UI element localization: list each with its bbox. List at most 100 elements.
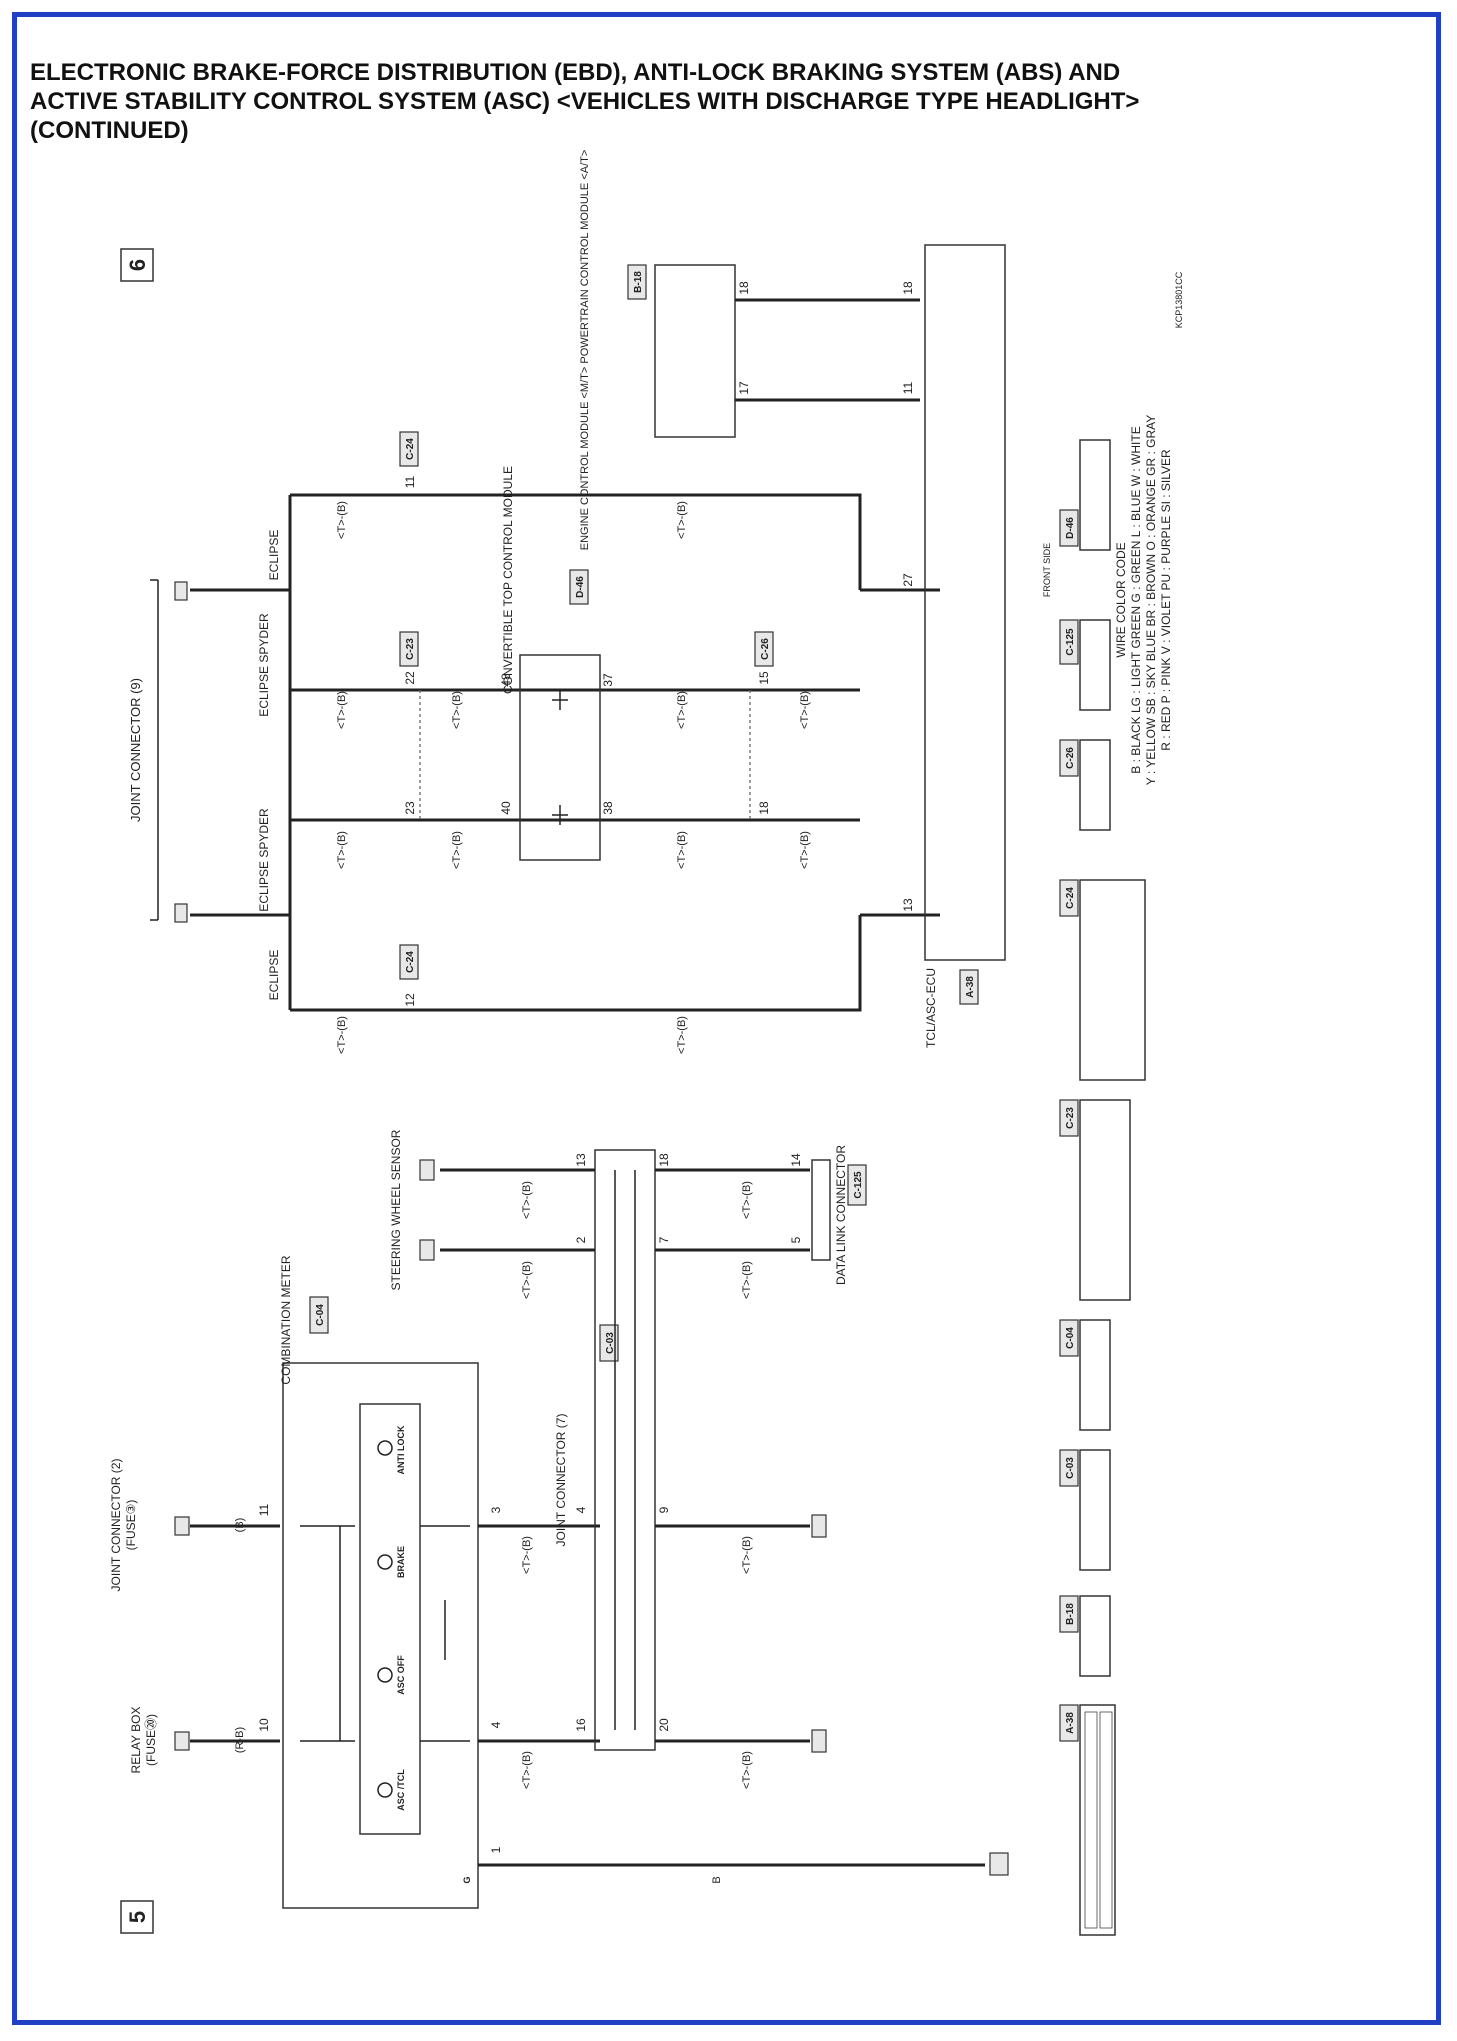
svg-text:C-24: C-24: [405, 438, 416, 460]
svg-text:ANTI LOCK: ANTI LOCK: [396, 1425, 406, 1474]
svg-text:C-03: C-03: [1065, 1457, 1076, 1479]
pin-10: 10: [257, 1718, 271, 1732]
svg-text:C-24: C-24: [405, 951, 416, 973]
svg-text:C-125: C-125: [1065, 628, 1076, 656]
svg-text:<T>-(B): <T>-(B): [799, 691, 811, 729]
svg-text:JOINT CONNECTOR (9): JOINT CONNECTOR (9): [128, 678, 143, 822]
svg-text:FRONT SIDE: FRONT SIDE: [1042, 543, 1052, 597]
svg-text:JOINT CONNECTOR (2): JOINT CONNECTOR (2): [109, 1459, 123, 1592]
combination-meter: COMBINATION METER C-04 ANTI LOCK BRAKE A…: [279, 1255, 479, 1909]
svg-text:17: 17: [737, 381, 751, 395]
pin-23: 23: [403, 801, 417, 815]
svg-text:2: 2: [574, 1236, 588, 1243]
svg-text:<T>-(B): <T>-(B): [521, 1261, 533, 1299]
title-line-2: ACTIVE STABILITY CONTROL SYSTEM (ASC) <V…: [30, 88, 1140, 115]
engine-control-module: ENGINE CONTROL MODULE <M/T> POWERTRAIN C…: [579, 150, 920, 550]
svg-text:18: 18: [737, 281, 751, 295]
steering-wheel-sensor: STEERING WHEEL SENSOR: [389, 1129, 435, 1290]
svg-text:11: 11: [403, 475, 417, 488]
pin-3: 3: [489, 1506, 503, 1513]
svg-text:5: 5: [789, 1236, 803, 1243]
svg-text:11: 11: [901, 381, 915, 394]
title-line-3: (CONTINUED): [30, 117, 189, 144]
svg-text:18: 18: [657, 1153, 671, 1167]
svg-text:13: 13: [574, 1153, 588, 1167]
svg-text:<T>-(B): <T>-(B): [741, 1751, 753, 1789]
svg-text:G: G: [462, 1876, 472, 1883]
svg-text:<T>-(B): <T>-(B): [336, 501, 348, 539]
svg-text:C-125: C-125: [853, 1171, 864, 1199]
svg-text:<T>-(B): <T>-(B): [451, 831, 463, 869]
svg-text:12: 12: [403, 993, 417, 1007]
pin-18-c26: 18: [757, 801, 771, 815]
svg-text:RELAY BOX: RELAY BOX: [129, 1707, 143, 1774]
pin-1: 1: [489, 1846, 503, 1853]
svg-text:C-04: C-04: [1065, 1327, 1076, 1349]
svg-text:A-38: A-38: [1065, 1712, 1076, 1734]
ground-wire-color: B: [711, 1876, 723, 1883]
svg-text:48: 48: [499, 673, 513, 687]
svg-text:<T>-(B): <T>-(B): [676, 1016, 688, 1054]
connector-tag-c26: C-26 15: [754, 631, 774, 685]
svg-text:<T>-(B): <T>-(B): [521, 1181, 533, 1219]
svg-text:5: 5: [125, 1911, 150, 1923]
label-eclipse-bottom: ECLIPSE: [267, 950, 281, 1001]
svg-text:R : RED P : PINK V : VIOLE: R : RED P : PINK V : VIOLET PU : PURPLE …: [1159, 449, 1173, 751]
svg-text:WIRE COLOR CODE: WIRE COLOR CODE: [1114, 542, 1128, 657]
svg-text:<T>-(B): <T>-(B): [741, 1261, 753, 1299]
drawing-code: KCP13801CC: [1174, 271, 1184, 328]
wire-color-code-legend: WIRE COLOR CODE B : BLACK LG : LIGHT GRE…: [1114, 415, 1173, 786]
svg-text:<T>-(B): <T>-(B): [676, 691, 688, 729]
svg-text:27: 27: [901, 573, 915, 587]
svg-text:<T>-(B): <T>-(B): [741, 1536, 753, 1574]
svg-text:BRAKE: BRAKE: [396, 1546, 406, 1578]
svg-text:C-04: C-04: [315, 1304, 326, 1326]
ground-point: [989, 1852, 1009, 1876]
svg-text:<T>-(B): <T>-(B): [521, 1751, 533, 1789]
svg-text:ASC OFF: ASC OFF: [396, 1655, 406, 1695]
svg-text:C-24: C-24: [1065, 887, 1076, 909]
svg-text:4: 4: [574, 1506, 588, 1513]
connector-legend: A-38 B-18 C-03 C-04 C-23 C-24 C-26 C-125…: [1042, 439, 1146, 1936]
svg-text:<T>-(B): <T>-(B): [799, 831, 811, 869]
svg-text:C-26: C-26: [760, 638, 771, 660]
svg-text:C-23: C-23: [1065, 1107, 1076, 1129]
data-link-connector: DATA LINK CONNECTOR C-125 14 5: [789, 1145, 867, 1285]
page-frame: [12, 12, 1441, 2025]
to-abs-ecu-20: [811, 1729, 827, 1753]
page-marker-6: 6: [120, 248, 154, 282]
svg-text:JOINT CONNECTOR (7): JOINT CONNECTOR (7): [554, 1414, 568, 1547]
to-abs-ecu-9: [811, 1514, 827, 1538]
pin-11: 11: [257, 1503, 271, 1516]
svg-text:C-23: C-23: [405, 638, 416, 660]
svg-text:C-03: C-03: [605, 1332, 616, 1354]
svg-text:9: 9: [657, 1506, 671, 1513]
svg-text:40: 40: [499, 801, 513, 815]
svg-text:38: 38: [601, 801, 615, 815]
svg-text:14: 14: [789, 1153, 803, 1167]
svg-text:D-46: D-46: [1065, 517, 1076, 539]
connector-tag-c24-top: C-24 11: [399, 431, 419, 488]
wire-tags-lower: <T>-(B) <T>-(B) <T>-(B) <T>-(B) <T>-(B) …: [521, 1181, 753, 1789]
svg-text:C-26: C-26: [1065, 747, 1076, 769]
joint-connector-9: JOINT CONNECTOR (9): [128, 579, 188, 923]
svg-text:18: 18: [901, 281, 915, 295]
label-eclipse-top: ECLIPSE: [267, 530, 281, 581]
title-line-1: ELECTRONIC BRAKE-FORCE DISTRIBUTION (EBD…: [30, 59, 1121, 86]
svg-text:22: 22: [403, 671, 417, 685]
svg-text:(FUSE③): (FUSE③): [124, 1500, 138, 1551]
svg-text:<T>-(B): <T>-(B): [741, 1181, 753, 1219]
svg-text:TCL/ASC-ECU: TCL/ASC-ECU: [924, 968, 938, 1048]
svg-text:A-38: A-38: [965, 976, 976, 998]
svg-text:(FUSE⑳): (FUSE⑳): [144, 1714, 158, 1766]
joint-connector-7: JOINT CONNECTOR (7) C-03 4 16 2 13 9 20 …: [554, 1149, 671, 1751]
svg-text:15: 15: [757, 671, 771, 685]
svg-text:20: 20: [657, 1718, 671, 1732]
svg-text:ASC /TCL: ASC /TCL: [396, 1769, 406, 1811]
svg-text:B : BLACK LG : LIGHT GREEN: B : BLACK LG : LIGHT GREEN G : GREEN L :…: [1129, 426, 1143, 773]
page-marker-5: 5: [120, 1900, 154, 1934]
svg-text:<T>-(B): <T>-(B): [336, 831, 348, 869]
svg-text:<T>-(B): <T>-(B): [521, 1536, 533, 1574]
svg-text:16: 16: [574, 1718, 588, 1732]
svg-text:<T>-(B): <T>-(B): [336, 1016, 348, 1054]
